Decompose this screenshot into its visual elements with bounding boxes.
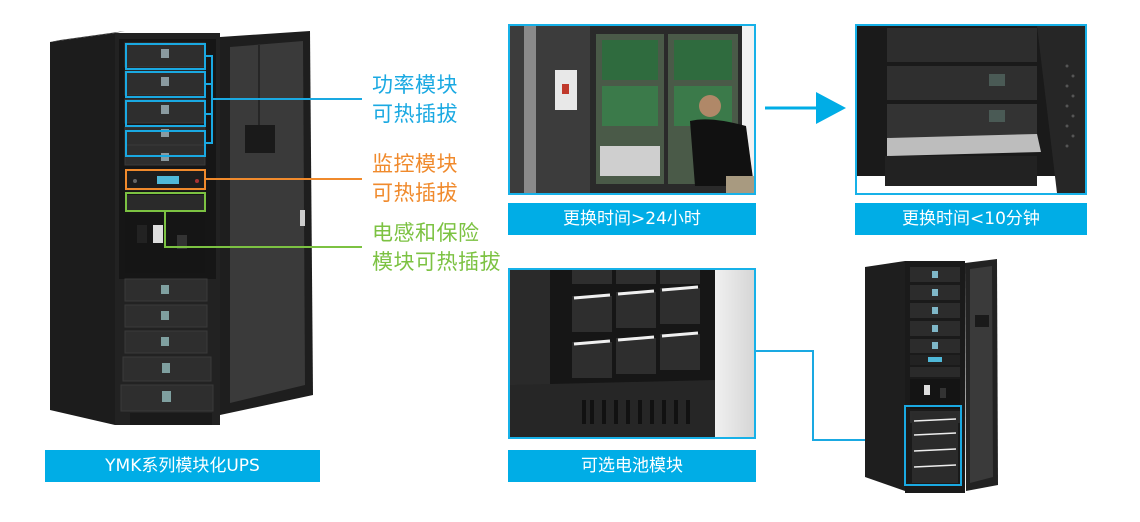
after-caption: 更换时间<10分钟 [855, 203, 1087, 235]
after-replacement-photo [855, 24, 1087, 195]
callout-monitor-line2: 可热插拔 [372, 181, 458, 205]
callout-monitor-module: 监控模块 可热插拔 [372, 150, 458, 208]
callout-fuse-module: 电感和保险 模块可热插拔 [372, 219, 501, 277]
arrow-right-icon [765, 92, 846, 124]
main-cabinet-caption: YMK系列模块化UPS [45, 450, 320, 482]
small-cabinet-illustration [860, 255, 1030, 495]
callout-power-line1: 功率模块 [372, 73, 458, 97]
callout-power-module: 功率模块 可热插拔 [372, 71, 458, 129]
battery-caption: 可选电池模块 [508, 450, 756, 482]
battery-module-photo [508, 268, 756, 439]
before-caption: 更换时间>24小时 [508, 203, 756, 235]
callout-fuse-line1: 电感和保险 [372, 221, 480, 245]
callout-fuse-line2: 模块可热插拔 [372, 250, 501, 274]
callout-power-line2: 可热插拔 [372, 102, 458, 126]
callout-connectors [125, 43, 362, 248]
callout-monitor-line1: 监控模块 [372, 152, 458, 176]
before-replacement-photo [508, 24, 756, 195]
